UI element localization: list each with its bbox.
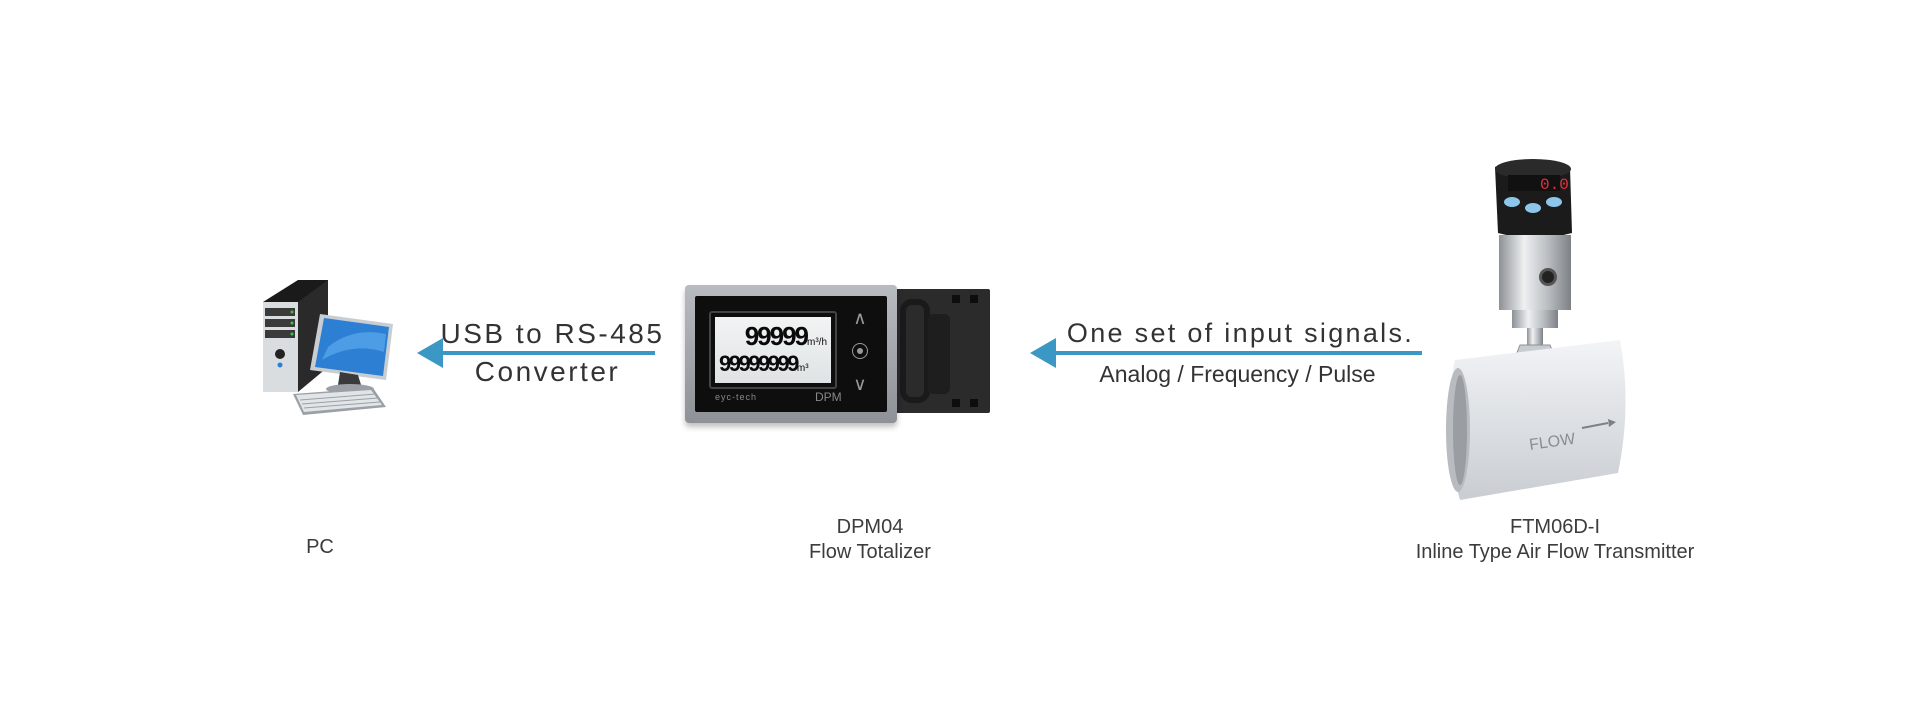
edge-signal-line [1053, 351, 1422, 355]
arrow-left-icon [1030, 338, 1056, 368]
edge-usb-line [440, 351, 655, 355]
dpm-label-desc: Flow Totalizer [809, 541, 931, 563]
pc-computer-icon [263, 280, 393, 415]
flow-transmitter-icon: 0.0 FLOW [1446, 159, 1626, 500]
arrow-left-icon [417, 338, 443, 368]
pc-node [258, 272, 398, 422]
dpm-node: 99999m³/h 99999999m³ ∧ ∨ eyc-tech DPM [685, 285, 990, 425]
ftm-label: FTM06D-I Inline Type Air Flow Transmitte… [1395, 515, 1715, 565]
dpm-housing [890, 289, 990, 413]
edge-usb-label-top: USB to RS-485 [440, 318, 665, 349]
dpm-flow-rate-unit: m³/h [807, 337, 827, 348]
ftm-label-desc: Inline Type Air Flow Transmitter [1415, 541, 1695, 563]
edge-signal-label-bottom: Analog / Frequency / Pulse [1099, 361, 1376, 387]
edge-signal-label-top: One set of input signals. [1066, 318, 1415, 348]
pc-label-text: PC [306, 536, 334, 558]
ftm-display: 0.0 [1540, 176, 1569, 194]
ftm-body-marking: FLOW [1528, 431, 1577, 454]
dpm-total: 99999999 [719, 351, 799, 376]
pc-label: PC [260, 535, 380, 560]
dpm-up-button[interactable]: ∧ [853, 308, 867, 328]
dpm-label-model: DPM04 [836, 516, 904, 538]
dpm-faceplate: 99999m³/h 99999999m³ ∧ ∨ eyc-tech DPM [695, 296, 887, 412]
dpm-total-unit: m³ [796, 363, 809, 374]
ftm-node: 0.0 FLOW [1420, 155, 1670, 515]
dpm-flow-rate: 99999 [744, 321, 809, 351]
dpm-model-mark: DPM [815, 390, 842, 404]
dpm-lcd-frame [709, 311, 837, 389]
dpm-bezel: 99999m³/h 99999999m³ ∧ ∨ eyc-tech DPM [685, 285, 897, 423]
dpm-enter-button[interactable] [852, 343, 868, 359]
dpm-lcd: 99999m³/h 99999999m³ [715, 317, 831, 383]
dpm-brand: eyc-tech [715, 392, 758, 402]
dpm-down-button[interactable]: ∨ [853, 374, 867, 394]
dpm-label: DPM04 Flow Totalizer [770, 515, 970, 565]
edge-usb-label-bottom: Converter [474, 356, 621, 387]
ftm-label-model: FTM06D-I [1510, 516, 1600, 538]
